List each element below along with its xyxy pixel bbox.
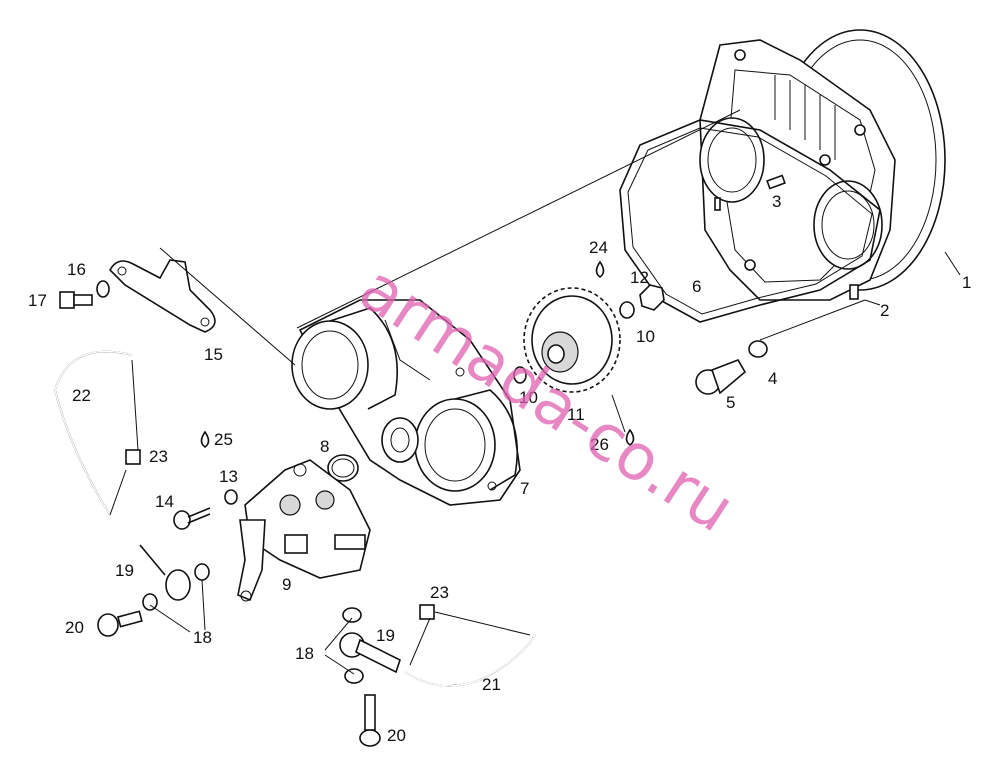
label-10-b: 10: [519, 388, 538, 407]
label-24: 24: [589, 238, 608, 257]
bolt-part-20-bottom: [359, 694, 381, 747]
label-11: 11: [567, 405, 585, 424]
label-5: 5: [726, 393, 735, 412]
label-7: 7: [520, 479, 529, 498]
label-20-b: 20: [387, 726, 406, 745]
label-21: 21: [482, 675, 501, 694]
label-23-b: 23: [430, 583, 449, 602]
label-17: 17: [28, 291, 47, 310]
gasket-part-6: [619, 119, 881, 323]
label-8: 8: [320, 437, 329, 456]
label-12: 12: [630, 268, 649, 287]
washer-part-16: [96, 280, 110, 298]
label-1: 1: [962, 273, 971, 292]
bolt-part-5: [695, 359, 747, 395]
dowel-part-3: [714, 197, 721, 211]
cover-part-7: [291, 299, 521, 506]
o-ring-part-8: [327, 454, 359, 482]
washer-part-10-b: [513, 366, 527, 384]
label-15: 15: [204, 345, 223, 364]
washer-part-18-c: [342, 607, 362, 623]
drop-icon-26: [625, 428, 635, 446]
washer-part-18-b: [142, 593, 158, 611]
label-14: 14: [155, 492, 174, 511]
bolt-part-20-left: [97, 610, 143, 637]
nut-part-12: [639, 284, 665, 311]
washer-part-4: [748, 340, 768, 358]
label-19-a: 19: [115, 561, 134, 580]
washer-part-10-a: [619, 301, 635, 319]
label-3: 3: [772, 192, 781, 211]
label-16: 16: [67, 260, 86, 279]
label-18-a: 18: [193, 628, 212, 647]
washer-part-18-a: [194, 563, 210, 581]
label-9: 9: [282, 575, 291, 594]
label-23-a: 23: [149, 447, 168, 466]
clip-part-23-b: [419, 604, 435, 620]
banjo-fitting-part-19-left: [139, 544, 191, 601]
label-13: 13: [219, 467, 238, 486]
label-10-a: 10: [636, 327, 655, 346]
oil-pump-part-9: [237, 459, 371, 602]
label-20-a: 20: [65, 618, 84, 637]
leader-lines: [109, 109, 961, 675]
label-25: 25: [214, 430, 233, 449]
label-6: 6: [692, 277, 701, 296]
dowel-part-2: [849, 284, 859, 300]
bolt-part-17: [59, 291, 93, 309]
label-2: 2: [880, 301, 889, 320]
hose-part-22: [54, 350, 133, 516]
washer-part-13: [224, 489, 238, 505]
gear-part-11: [523, 287, 621, 393]
hose-part-21: [404, 634, 536, 687]
callout-labels: 1 2 3 4 5 6 7 8 9 10 10 11 12 13 14 15 1…: [28, 192, 971, 745]
washer-part-18-d: [344, 668, 364, 684]
drop-icon-25: [200, 430, 210, 448]
drop-icon-24: [595, 260, 605, 278]
clip-part-23: [125, 449, 141, 465]
housing-part-1: [699, 29, 946, 301]
label-22: 22: [72, 386, 91, 405]
label-19-b: 19: [376, 626, 395, 645]
banjo-fitting-part-19-bottom: [339, 632, 401, 674]
screw-part-14: [173, 507, 211, 530]
label-26: 26: [590, 435, 609, 454]
label-4: 4: [768, 369, 777, 388]
bracket-part-15: [109, 259, 216, 333]
label-18-b: 18: [295, 644, 314, 663]
